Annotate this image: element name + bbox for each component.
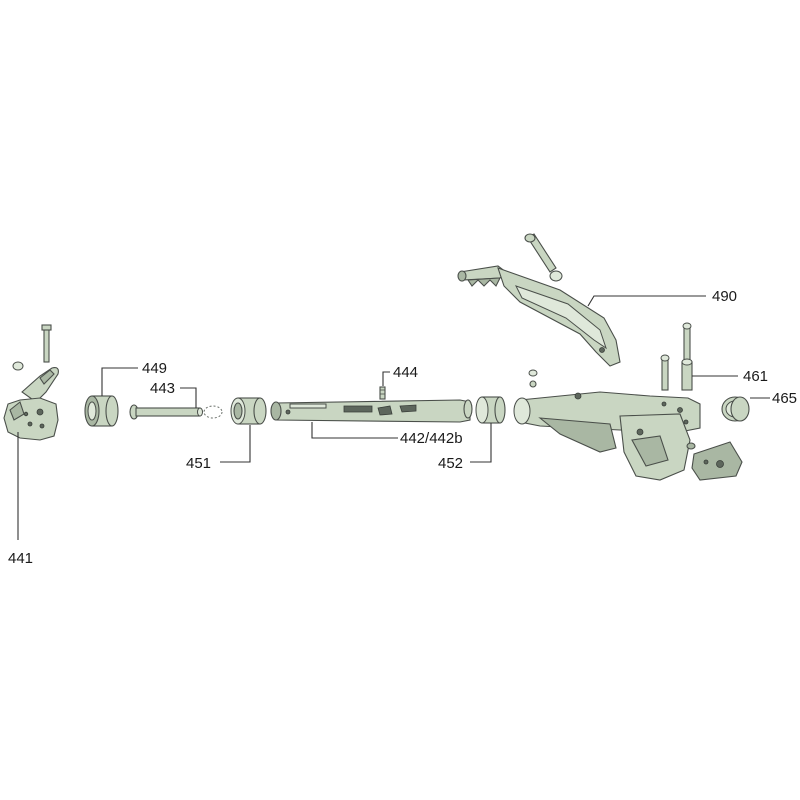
part-443-pin (129, 404, 223, 420)
callout-461: 461 (743, 368, 768, 385)
callout-451: 451 (186, 455, 211, 472)
part-490-hand-lever (457, 233, 621, 367)
part-444-set-screw (379, 386, 386, 400)
callout-490: 490 (712, 288, 737, 305)
callout-449: 449 (142, 360, 167, 377)
leader-lines (17, 295, 770, 540)
part-451-sleeve (230, 397, 267, 425)
callout-443: 443 (150, 380, 175, 397)
callout-452: 452 (438, 455, 463, 472)
part-452-ring (475, 396, 506, 424)
callout-465: 465 (772, 390, 797, 407)
callout-labels: 441 449 443 451 444 442/442b 452 490 461… (8, 288, 797, 567)
callout-442-442b: 442/442b (400, 430, 463, 447)
callout-444: 444 (393, 364, 418, 381)
part-465-ring (721, 396, 750, 422)
part-449-bushing (84, 395, 119, 427)
main-frame-assembly (513, 369, 701, 481)
callout-441: 441 (8, 550, 33, 567)
side-bracket-plate (691, 441, 743, 481)
part-442-draw-bar (270, 399, 473, 423)
part-441-coupling-head (3, 324, 59, 441)
